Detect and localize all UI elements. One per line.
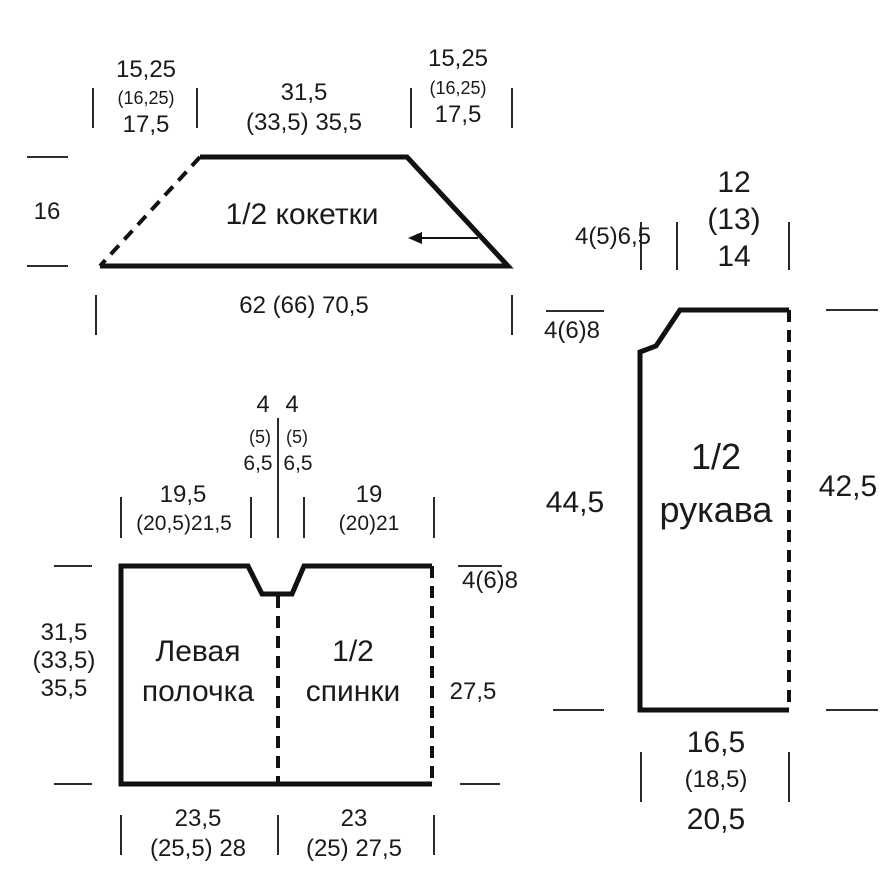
body-bottom-left-dim: 23,5 (175, 805, 222, 832)
body-bottom-left-dim: (25,5) 28 (150, 835, 246, 862)
sleeve-label: рукава (660, 489, 774, 530)
neck-right-dim: 4 (285, 391, 298, 418)
sleeve-right-height-dim: 42,5 (819, 470, 877, 503)
yoke-bottom-dim: 62 (66) 70,5 (239, 292, 368, 319)
yoke-arrow-head (408, 232, 422, 244)
body-group: Левая полочка 1/2 спинки 4 (5) 6,5 4 (5)… (33, 391, 518, 862)
sleeve-top-dim: 12 (717, 166, 750, 199)
yoke-group: 1/2 кокетки 15,25 (16,25) 17,5 31,5 (33,… (27, 45, 514, 335)
body-top-right-dim: 19 (356, 481, 383, 508)
neck-right-dim: 6,5 (283, 452, 312, 475)
sleeve-top-dim: (13) (707, 203, 760, 236)
yoke-top-right-dim: 17,5 (435, 101, 482, 128)
yoke-top-middle-dim: 31,5 (281, 79, 328, 106)
neck-left-dim: (5) (249, 427, 271, 447)
sleeve-bottom-dim: 16,5 (687, 726, 745, 759)
sleeve-top-dim: 14 (717, 240, 750, 273)
neck-depth-dim: 4(6)8 (462, 567, 518, 594)
neck-left-dim: 4 (256, 391, 269, 418)
yoke-height-dim: 16 (34, 198, 61, 225)
body-top-right-dim: (20)21 (339, 512, 400, 535)
sleeve-left-height-dim: 44,5 (546, 486, 604, 519)
yoke-top-left-dim: 15,25 (116, 56, 176, 83)
body-height-dim: 31,5 (41, 619, 88, 646)
yoke-top-right-dim: 15,25 (428, 45, 488, 72)
body-outline (118, 563, 432, 787)
yoke-top-middle-dim: (33,5) 35,5 (246, 109, 362, 136)
yoke-outline (100, 154, 514, 269)
sleeve-outline (637, 307, 789, 713)
sleeve-bottom-dim: 20,5 (687, 803, 745, 836)
yoke-label: 1/2 кокетки (226, 198, 379, 231)
sleeve-label: 1/2 (691, 436, 741, 477)
neck-left-dim: 6,5 (243, 452, 272, 475)
body-bottom-right-dim: (25) 27,5 (306, 835, 402, 862)
front-label: полочка (142, 675, 255, 708)
sleeve-bottom-dim: (18,5) (685, 766, 748, 793)
yoke-dashed-edge (98, 155, 202, 268)
sleeve-group: 1/2 рукава 12 (13) 14 4(5)6,5 4(6)8 44,5… (544, 166, 878, 836)
yoke-top-right-dim: (16,25) (429, 78, 486, 98)
body-bottom-right-dim: 23 (341, 805, 368, 832)
body-side-height-dim: 27,5 (450, 678, 497, 705)
front-label: Левая (156, 635, 241, 668)
yoke-top-left-dim: 17,5 (123, 111, 170, 138)
body-top-left-dim: (20,5)21,5 (136, 512, 232, 535)
body-height-dim: (33,5) (33, 647, 96, 674)
body-top-left-dim: 19,5 (160, 481, 207, 508)
sleeve-top-offset-dim: 4(5)6,5 (575, 223, 651, 250)
body-height-dim: 35,5 (41, 675, 88, 702)
back-label: 1/2 (332, 635, 374, 668)
yoke-top-left-dim: (16,25) (117, 88, 174, 108)
back-label: спинки (306, 675, 400, 708)
sleeve-cap-dim: 4(6)8 (544, 317, 600, 344)
neck-right-dim: (5) (286, 427, 308, 447)
